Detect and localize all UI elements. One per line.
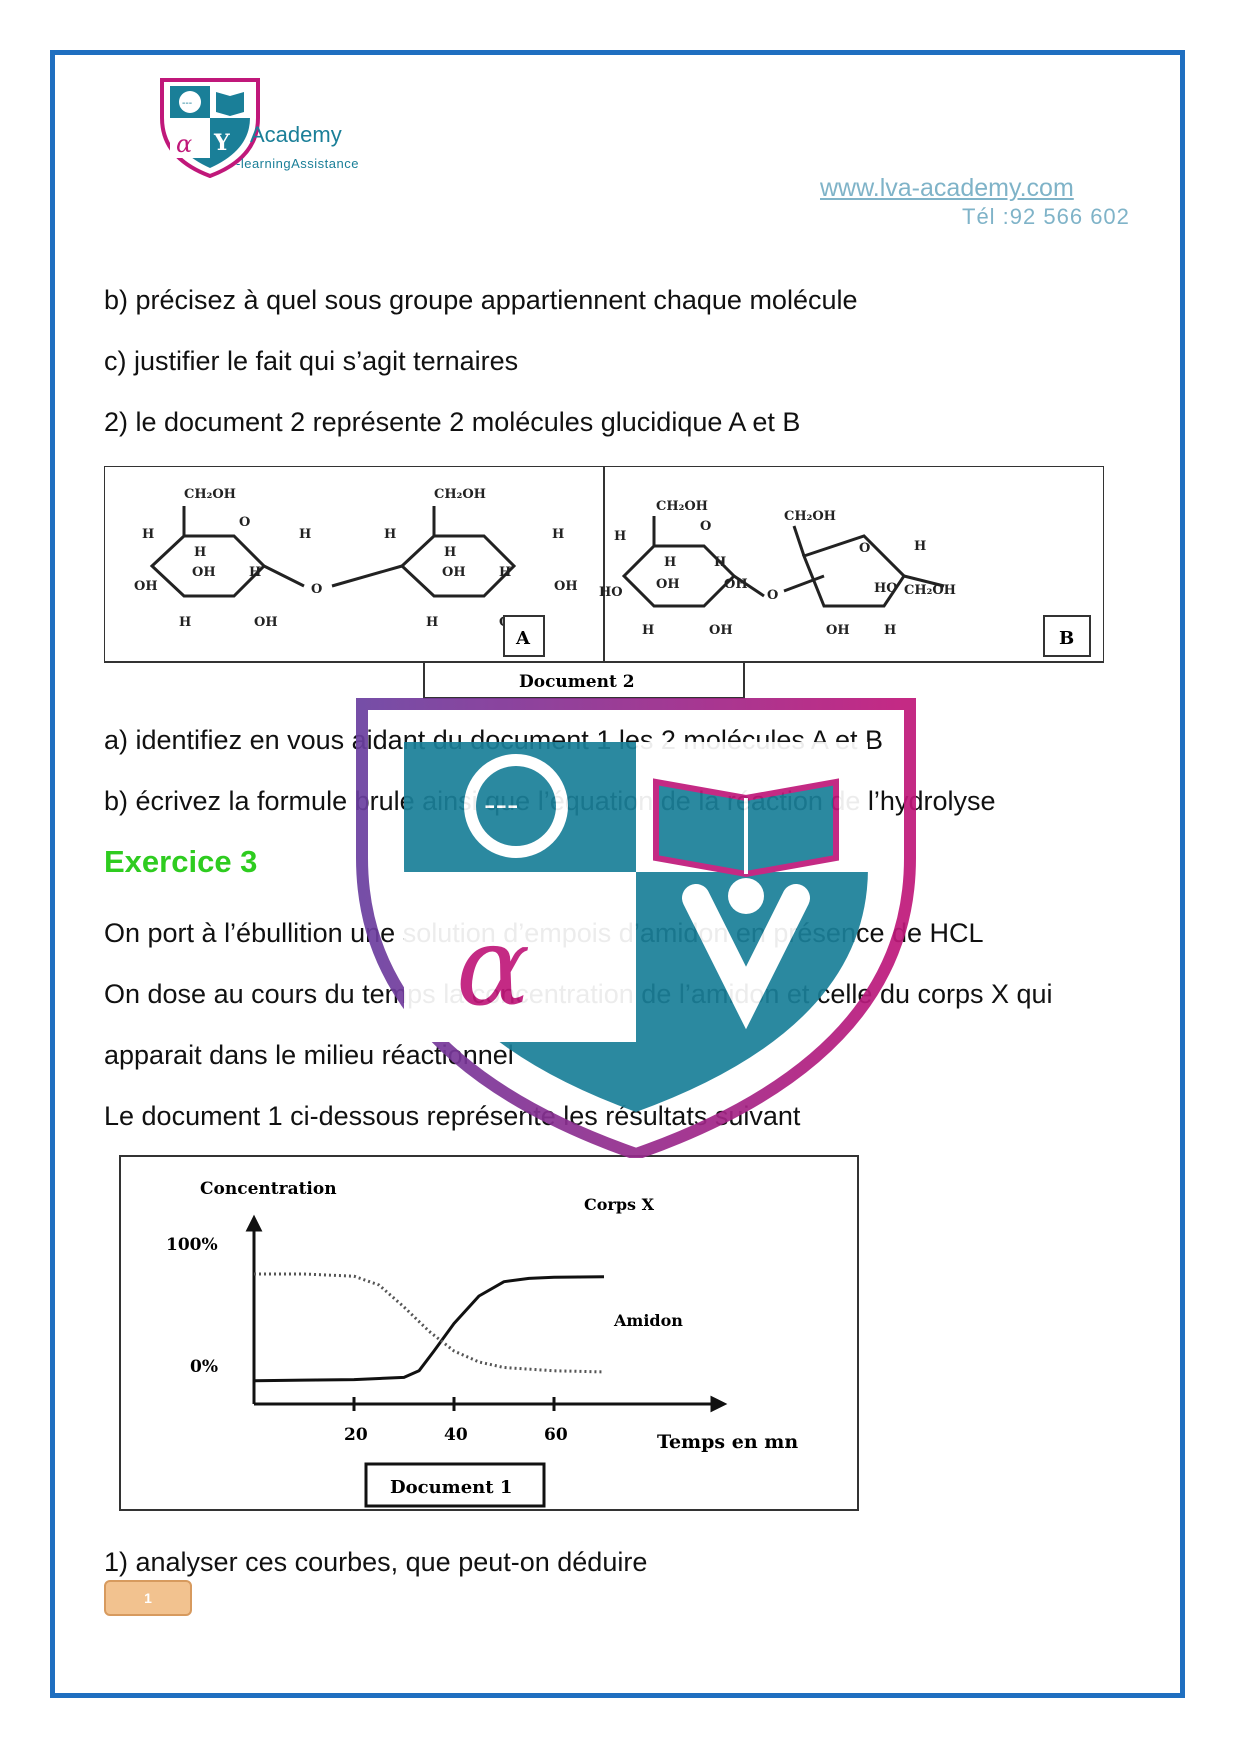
b-label-1: CH₂OH [784,509,836,524]
academy-logo: --- α Y [160,78,260,178]
svg-text:α: α [456,902,530,1030]
b-label-4: H [664,555,676,570]
document-2-caption: Document 2 [519,672,635,692]
a-label-5: H [552,527,564,542]
question-ex3-1: 1) analyser ces courbes, que peut-on déd… [104,1547,648,1577]
page-frame [50,50,1185,1698]
series-line-corps-x [253,1275,605,1383]
y-tick-0: 0% [190,1357,218,1377]
b-label-8: OH [709,623,733,638]
molecule-b [621,516,945,608]
a-label-13: OH [254,615,278,630]
label-b: B [1059,628,1074,649]
b-label-7: HO [599,585,623,600]
a-label-11: H [194,545,206,560]
x-tick-label: 40 [444,1425,468,1445]
brand-name: Academy [250,122,342,147]
question-2: 2) le document 2 représente 2 molécules … [104,407,801,437]
b-label-10: OH [826,623,850,638]
label-a: A [515,628,531,649]
ex3-text-4: Le document 1 ci-dessous représente les … [104,1101,801,1131]
a-label-0: CH₂OH [184,487,236,502]
academy-watermark-logo: --- α [356,698,916,1158]
a-label-8: H [249,565,261,580]
series-line-amidon [254,1272,605,1374]
a-label-2: H [142,527,154,542]
b-label-15: O [700,519,711,534]
a-label-1: CH₂OH [434,487,486,502]
svg-text:---: --- [484,785,518,825]
b-label-14: H [914,539,926,554]
svg-text:α: α [176,130,192,158]
question-1b: b) précisez à quel sous groupe appartien… [104,285,858,315]
a-label-12: OH [554,579,578,594]
a-label-6: OH [134,579,158,594]
document-1-chart: Concentration Temps en mn 100% 0% 20 40 60… [119,1155,859,1511]
b-label-9: H [642,623,654,638]
a-label-18: O [239,515,250,530]
a-label-7: OH [192,565,216,580]
document-1-caption: Document 1 [390,1477,512,1498]
document-2-figure: CH₂OH CH₂OH H H H H OH OH H OH H H OH OH… [104,466,1104,699]
a-label-9: OH [442,565,466,580]
a-label-3: H [299,527,311,542]
a-label-10: H [499,565,511,580]
x-axis-label: Temps en mn [657,1431,798,1453]
exercise-3-heading: Exercice 3 [104,844,258,879]
svg-text:---: --- [182,98,192,109]
a-label-19: O [311,582,322,597]
a-label-16: H [426,615,438,630]
b-label-2: CH₂OH [904,583,956,598]
b-label-16: O [767,588,778,603]
y-axis-label: Concentration [200,1179,337,1199]
x-tick-label: 20 [344,1425,368,1445]
b-label-11: H [884,623,896,638]
b-label-17: O [859,541,870,556]
series-label-amidon: Amidon [613,1311,683,1330]
a-label-17: H [444,545,456,560]
b-label-6: H [714,555,726,570]
website-link[interactable]: www.lva-academy.com [820,174,1074,202]
b-label-5: OH [656,577,680,592]
a-label-14: H [179,615,191,630]
b-label-13: OH [724,577,748,592]
phone-number: Tél :92 566 602 [962,204,1130,229]
brand-subtitle: -learningAssistance [236,156,359,171]
b-label-12: HO [874,581,898,596]
molecule-a [149,506,517,598]
b-label-0: CH₂OH [656,499,708,514]
y-tick-100: 100% [166,1235,218,1255]
question-1c: c) justifier le fait qui s’agit ternaire… [104,346,519,376]
series-label-corps-x: Corps X [584,1195,655,1214]
a-label-4: H [384,527,396,542]
b-label-3: H [614,529,626,544]
page-number-badge: 1 [104,1580,192,1616]
x-tick-label: 60 [544,1425,568,1445]
svg-text:Y: Y [213,130,230,156]
